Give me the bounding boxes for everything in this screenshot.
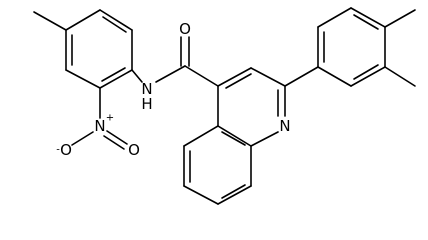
bond — [350, 66, 386, 87]
bond — [217, 67, 252, 87]
nitro-plus-charge: + — [106, 113, 114, 124]
chemical-structure-diagram: N + O - O N H O N — [33, 7, 416, 205]
bond — [103, 135, 125, 150]
bond — [183, 185, 219, 205]
bond — [350, 7, 386, 28]
bond — [102, 16, 127, 33]
bond — [101, 67, 126, 82]
bond — [317, 7, 352, 28]
bond — [221, 184, 246, 199]
bond — [353, 14, 379, 30]
bond — [99, 69, 133, 89]
nitro-oxygen-right-label: O — [128, 141, 140, 159]
bond — [221, 131, 246, 146]
quinoline-pyridine-ring: N — [217, 67, 291, 147]
biaryl-bond — [284, 66, 319, 87]
bond — [155, 65, 186, 83]
amide-oxygen-label: O — [179, 20, 191, 38]
bond — [184, 65, 219, 87]
methyl-bond — [33, 11, 67, 31]
quinoline-benzo-ring — [183, 125, 252, 205]
nitrophenyl-ring — [65, 9, 133, 89]
bond — [65, 9, 101, 31]
bond — [317, 66, 352, 87]
nitro-nitrogen-label: N — [94, 117, 105, 135]
bond — [217, 125, 252, 147]
quinoline-nitrogen-label: N — [279, 117, 290, 135]
bond — [217, 185, 252, 205]
amide-group: N H O — [131, 20, 219, 113]
bond — [225, 73, 252, 89]
nitro-group: N + O - O — [56, 87, 140, 159]
nitro-oxygen-left-label: O — [60, 141, 72, 159]
amide-hydrogen-label: H — [141, 95, 152, 113]
bond — [250, 67, 286, 87]
amide-nitrogen-label: N — [141, 80, 152, 98]
bond — [99, 9, 133, 31]
bond — [71, 131, 94, 146]
bond — [353, 64, 379, 80]
methyl-bond — [384, 66, 416, 87]
bond — [250, 131, 279, 147]
bond — [106, 130, 128, 145]
bond — [131, 69, 143, 83]
nitro-oxygen-minus-charge: - — [56, 145, 60, 156]
dimethylphenyl-ring — [317, 7, 386, 87]
bond — [65, 69, 101, 89]
bond — [183, 125, 219, 147]
methyl-bond — [384, 9, 416, 28]
